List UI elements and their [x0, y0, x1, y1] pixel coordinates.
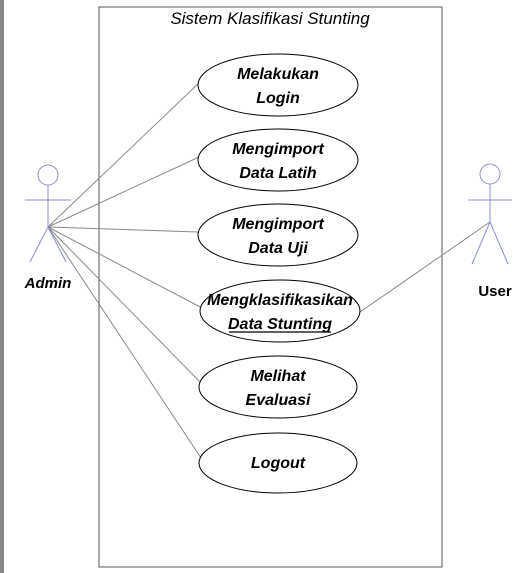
user-head [479, 163, 501, 185]
use-case-klasifikasi-ellipse [199, 279, 361, 343]
use-case-klasifikasi-line2: Data Stunting [228, 316, 332, 333]
use-case-klasifikasi: Mengklasifikasikan Data Stunting [199, 279, 361, 343]
use-case-evaluasi: Melihat Evaluasi [198, 355, 358, 419]
admin-label: Admin [24, 275, 72, 292]
admin-right-leg [47, 226, 67, 263]
associations [47, 81, 491, 462]
use-case-login-line1: Melakukan [237, 66, 319, 83]
use-case-evaluasi-line1: Melihat [250, 368, 306, 385]
assoc-admin-logout [47, 226, 204, 462]
use-case-evaluasi-ellipse [198, 355, 358, 419]
assoc-admin-login [47, 81, 201, 228]
use-case-login: Melakukan Login [197, 53, 359, 117]
assoc-admin-import-uji [47, 226, 199, 233]
user-label: User [478, 283, 512, 300]
use-case-logout-ellipse [198, 432, 358, 494]
use-case-logout-line1: Logout [251, 455, 306, 472]
use-case-import-latih: Mengimport Data Latih [197, 128, 359, 192]
admin-head [37, 164, 59, 186]
assoc-user-klasifikasi [359, 221, 491, 313]
use-case-login-ellipse [197, 53, 359, 117]
use-case-import-uji-line1: Mengimport [232, 216, 324, 233]
use-case-evaluasi-line2: Evaluasi [246, 392, 311, 409]
use-case-logout: Logout [198, 432, 358, 494]
use-case-klasifikasi-line1: Mengklasifikasikan [207, 292, 353, 309]
admin-left-leg [29, 226, 49, 263]
user-right-leg [489, 221, 509, 265]
assoc-admin-evaluasi [47, 226, 203, 385]
system-title: Sistem Klasifikasi Stunting [170, 9, 370, 28]
user-left-leg [471, 221, 491, 265]
scan-edge [0, 0, 4, 573]
use-case-import-latih-line2: Data Latih [239, 165, 317, 182]
system-boundary [98, 6, 443, 568]
user-actor [468, 163, 512, 265]
use-case-import-uji-ellipse [197, 203, 359, 267]
use-case-import-uji: Mengimport Data Uji [197, 203, 359, 267]
use-case-import-uji-line2: Data Uji [248, 240, 308, 257]
admin-actor [25, 164, 71, 263]
use-case-import-latih-ellipse [197, 128, 359, 192]
use-case-login-line2: Login [256, 90, 300, 107]
assoc-admin-klasifikasi [47, 226, 203, 309]
use-case-import-latih-line1: Mengimport [232, 141, 324, 158]
assoc-admin-import-latih [47, 156, 200, 228]
